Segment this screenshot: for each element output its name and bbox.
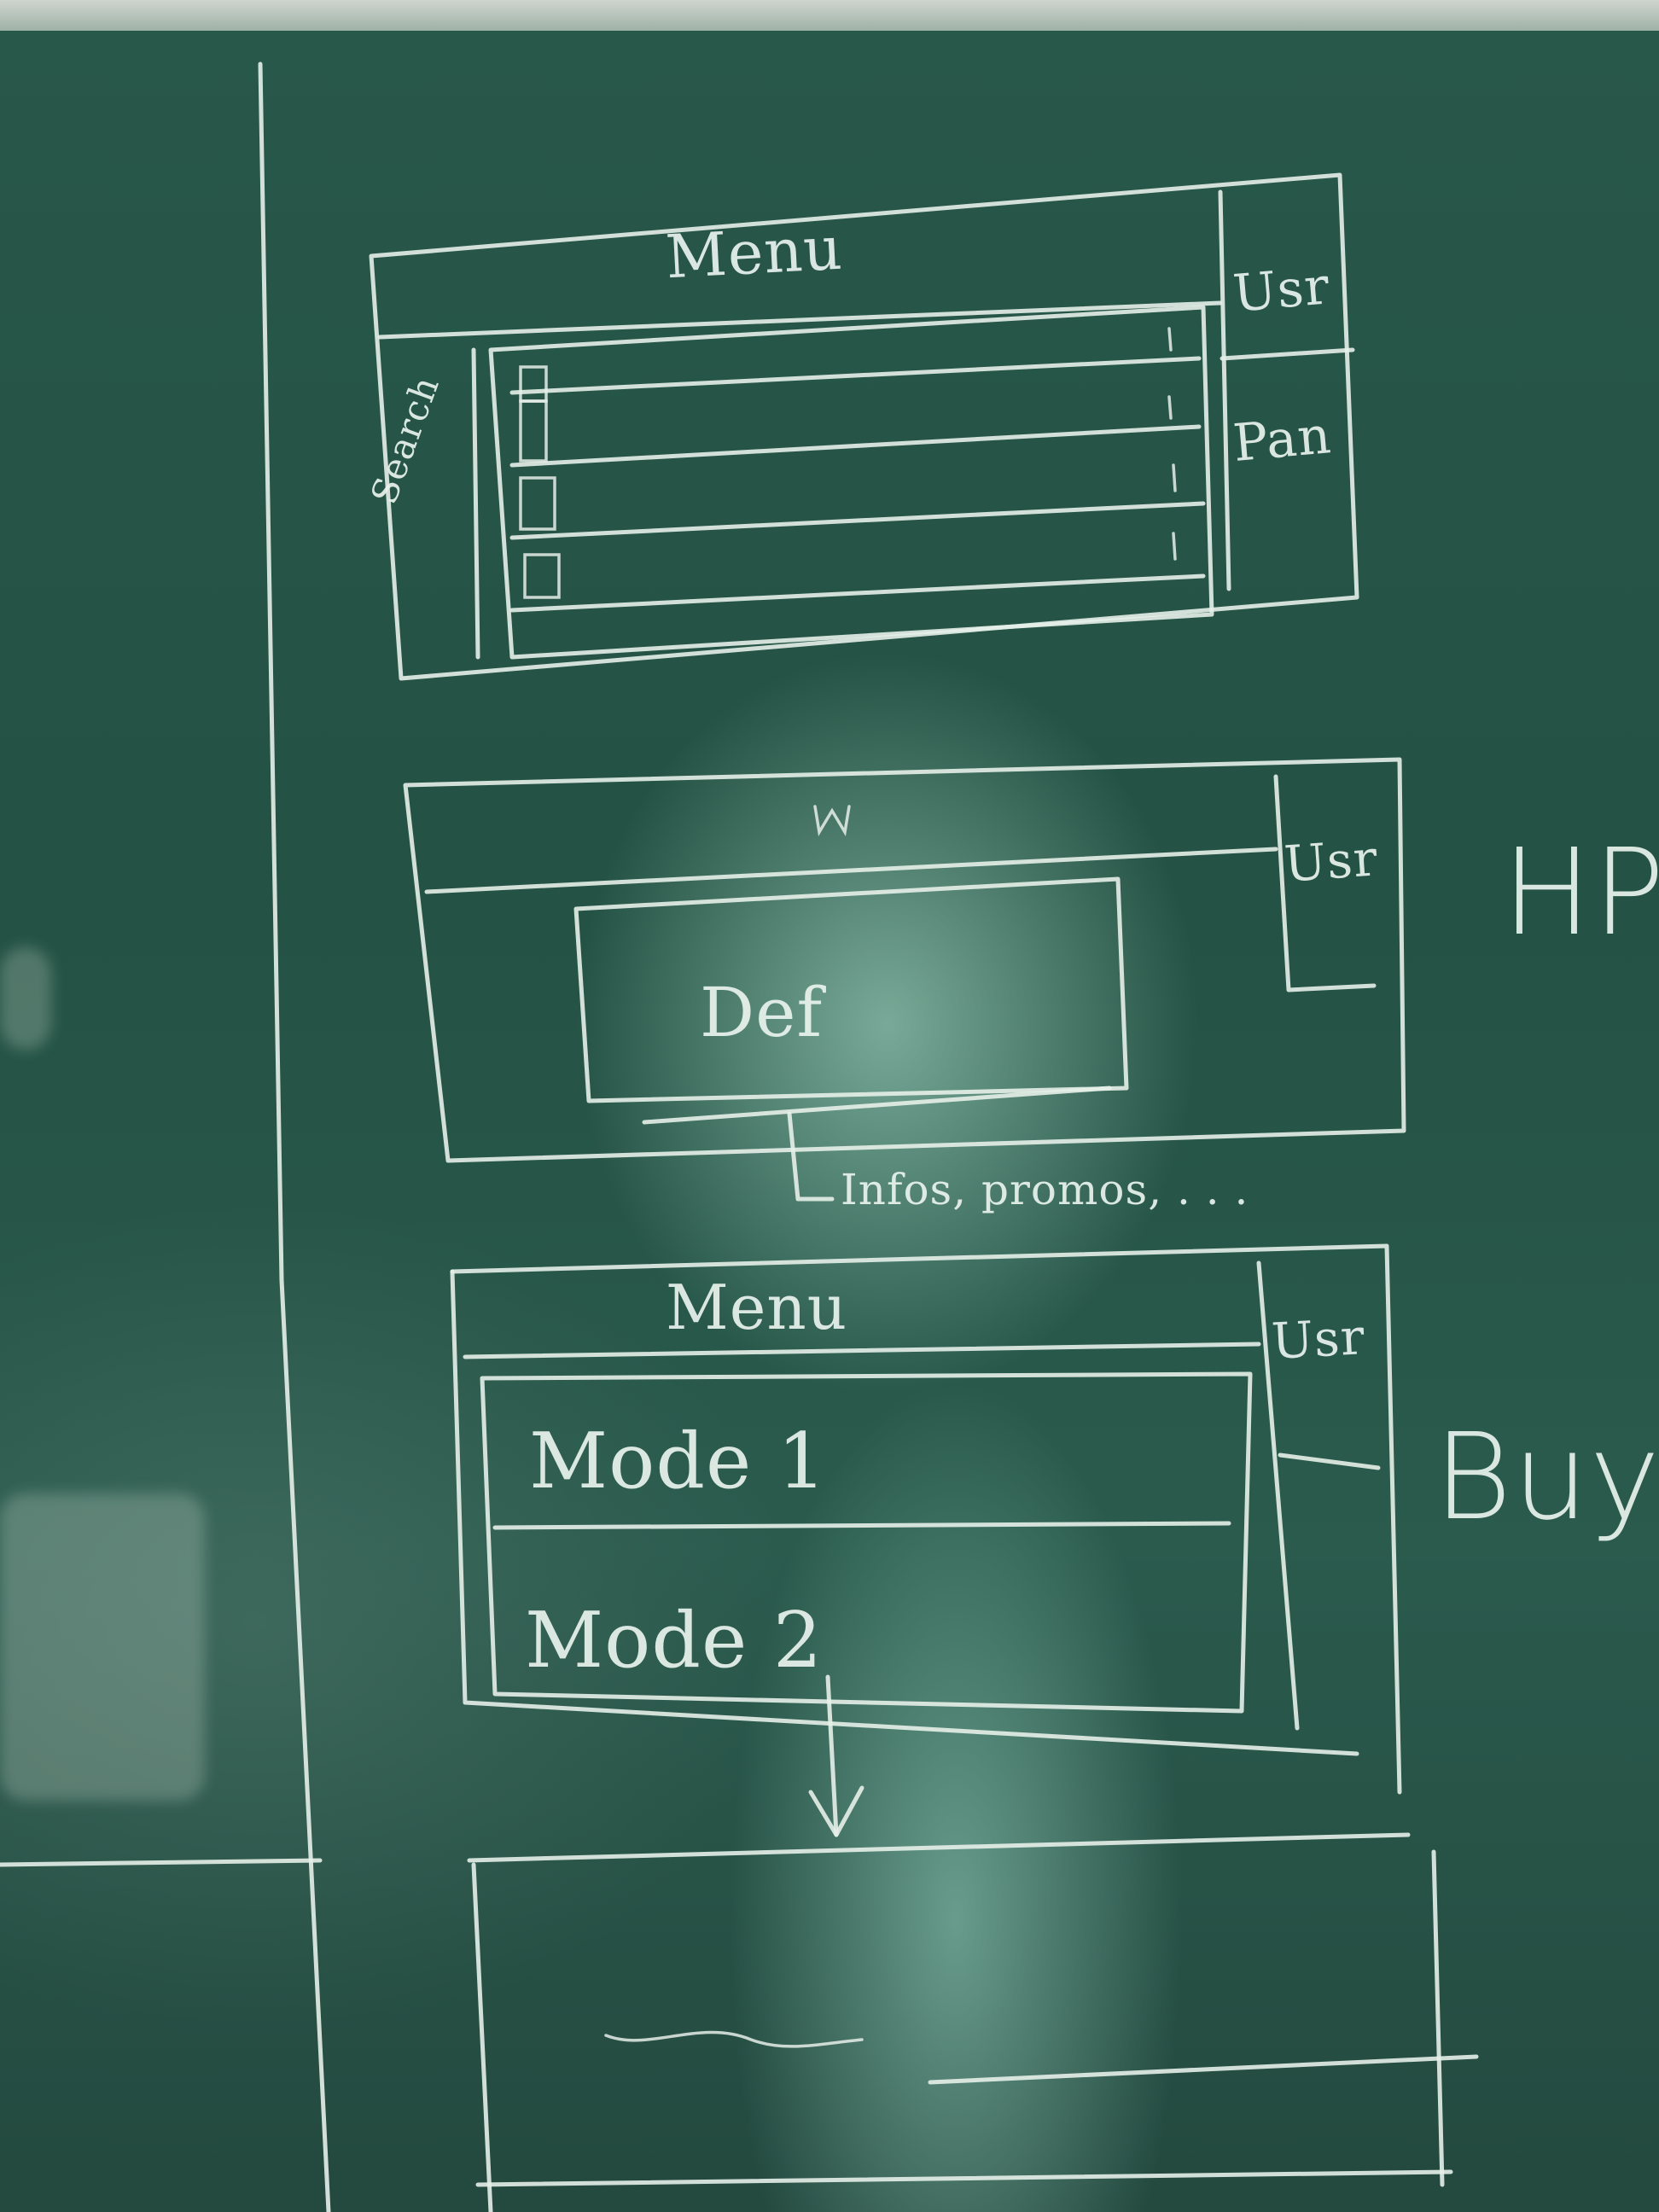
sketch-2-wireframe [403,757,1406,1202]
sketch-3-wireframe [450,1243,1402,1837]
sketch-4-wireframe [467,1832,1479,2212]
sketch-3-mode2-label: Mode 2 [525,1596,824,1685]
sketch-3-usr-label: Usr [1270,1307,1367,1371]
sketch-2-note: Infos, promos, . . . [841,1165,1249,1214]
sketch-3-menu-label: Menu [666,1272,848,1343]
board-divider-vertical [258,61,331,2212]
sketch-2-page-label: HP [1502,824,1659,963]
sketch-3-mode1-label: Mode 1 [529,1417,828,1506]
sketch-3-page-label: Buy [1434,1408,1659,1547]
sketch-1-pan-label: Pan [1231,405,1334,474]
sketch-2-content-label: Def [700,973,824,1052]
board-frame-top [0,0,1659,31]
eraser-smudge [0,1493,205,1801]
board-divider-horizontal [0,1858,323,1867]
sketch-1-wireframe [369,172,1359,681]
eraser-smudge-small [0,947,51,1050]
sketch-1-menu-label: Menu [663,212,845,293]
sketch-1-usr-label: Usr [1231,256,1332,324]
sketch-2-usr-label: Usr [1282,829,1380,894]
